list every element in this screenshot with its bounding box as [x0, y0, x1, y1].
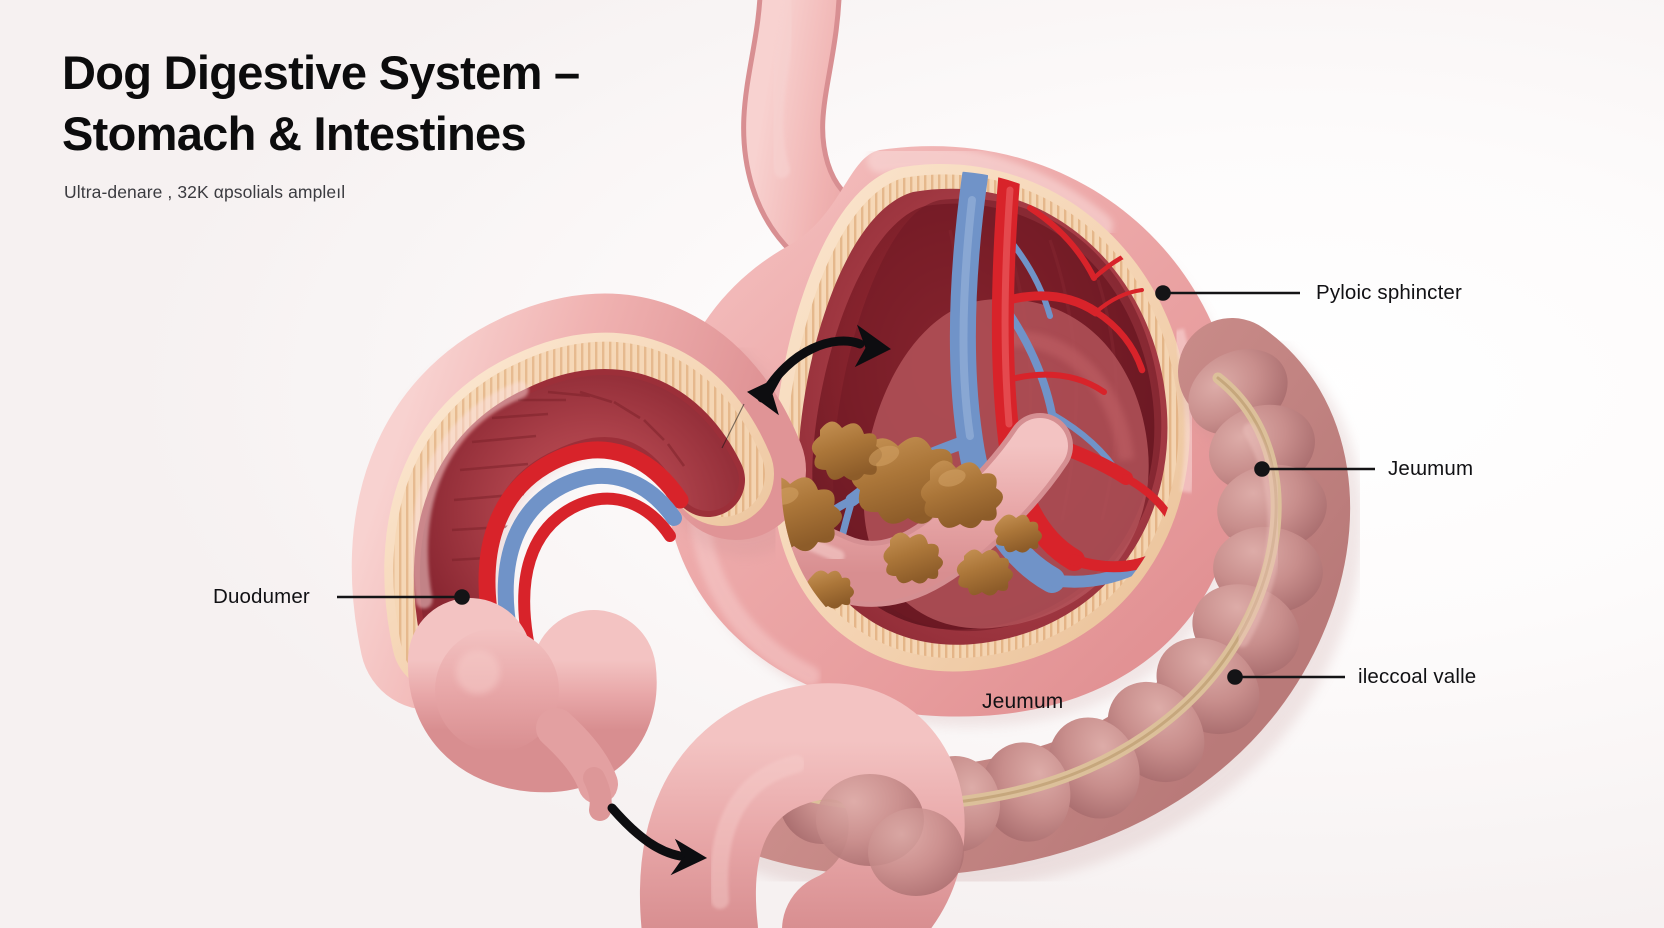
jejunum-left-graphic — [407, 598, 657, 821]
duodenum-graphic — [351, 293, 819, 727]
label-jejunum-right: Jeɯmum — [1388, 457, 1474, 480]
chyme-graphic — [781, 413, 1073, 609]
label-pyloric-sphincter: Pyloic sphincter — [1316, 281, 1462, 304]
title-block: Dog Digestive System – Stomach & Intesti… — [62, 42, 580, 203]
peristalsis-arrow-lower — [607, 803, 708, 876]
label-ileocecal-valve: ileccoal valle — [1358, 665, 1477, 688]
ileum-loop-graphic — [639, 683, 965, 928]
peristalsis-arrow-upper — [747, 324, 891, 416]
callout-leaders — [337, 285, 1375, 685]
page-subtitle: Ultra-denare , 32K αpsolials ampleıl — [64, 182, 346, 203]
stomach-graphic — [663, 144, 1244, 727]
page-title: Dog Digestive System – Stomach & Intesti… — [62, 46, 580, 161]
label-jejunum-center: Jeumum — [982, 690, 1064, 713]
label-duodenum: Duodumer — [213, 585, 310, 608]
